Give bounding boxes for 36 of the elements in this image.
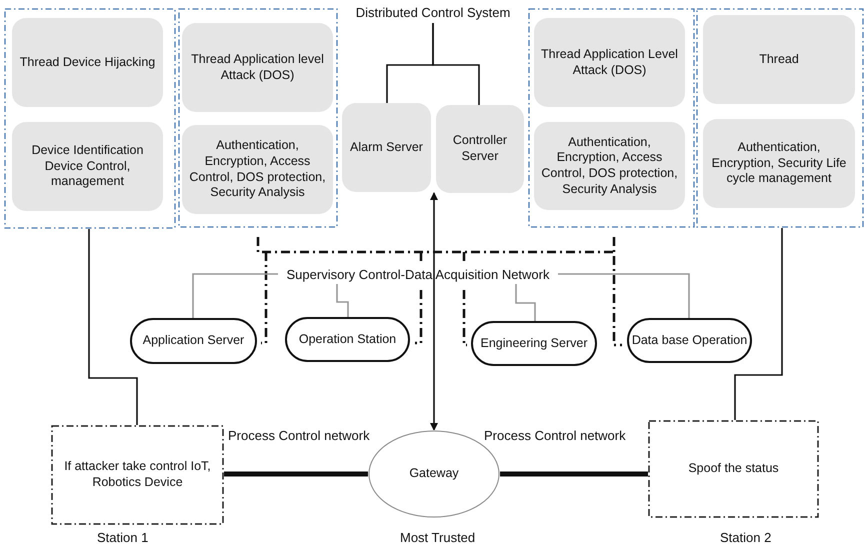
- connector-line: [515, 284, 536, 321]
- connector-line: [192, 273, 278, 318]
- station-caption: Station 1: [97, 530, 148, 545]
- pill-box: Data base Operation: [627, 318, 752, 363]
- rounded-box: Alarm Server: [342, 103, 431, 192]
- double-arrow: [430, 192, 438, 431]
- connector-line: [336, 284, 349, 317]
- network-link: [224, 472, 368, 476]
- dashed-group-box: [178, 8, 338, 228]
- rounded-box: Authentication, Encryption, Access Control, DOS protection, Security Analysis: [534, 122, 685, 210]
- station-box: If attacker take control IoT, Robotics Device: [51, 425, 224, 525]
- dashed-group-box: [696, 8, 864, 228]
- dashed-group-box: [528, 8, 695, 228]
- rounded-box: Device Identification Device Control, management: [12, 122, 163, 211]
- pill-box: Operation Station: [285, 317, 410, 362]
- rounded-box: Thread: [703, 15, 855, 104]
- edge-label: Process Control network: [484, 428, 626, 443]
- station-caption: Station 2: [720, 530, 772, 545]
- network-link: [500, 472, 648, 476]
- rounded-box: Controller Server: [436, 105, 524, 193]
- dashed-group-box: [4, 8, 176, 229]
- rounded-box: Authentication, Encryption, Security Life cycle management: [703, 119, 855, 208]
- connector-line: [734, 228, 783, 420]
- network-label: Supervisory Control-Data Acquisition Network: [278, 266, 558, 284]
- station-box: Spoof the status: [648, 420, 819, 518]
- rounded-box: Authentication, Encryption, Access Control, DOS protection, Security Analysis: [182, 125, 333, 214]
- connector-line: [432, 23, 480, 105]
- rounded-box: Thread Application Level Attack (DOS): [534, 18, 685, 107]
- rounded-box: Thread Application level Attack (DOS): [182, 23, 333, 112]
- edge-label: Process Control network: [228, 428, 370, 443]
- pill-box: Engineering Server: [471, 321, 597, 366]
- connector-line: [558, 273, 690, 318]
- station-caption: Most Trusted: [400, 530, 476, 545]
- pill-box: Application Server: [130, 318, 257, 364]
- connector-line: [88, 229, 138, 425]
- rounded-box: Thread Device Hijacking: [12, 18, 163, 107]
